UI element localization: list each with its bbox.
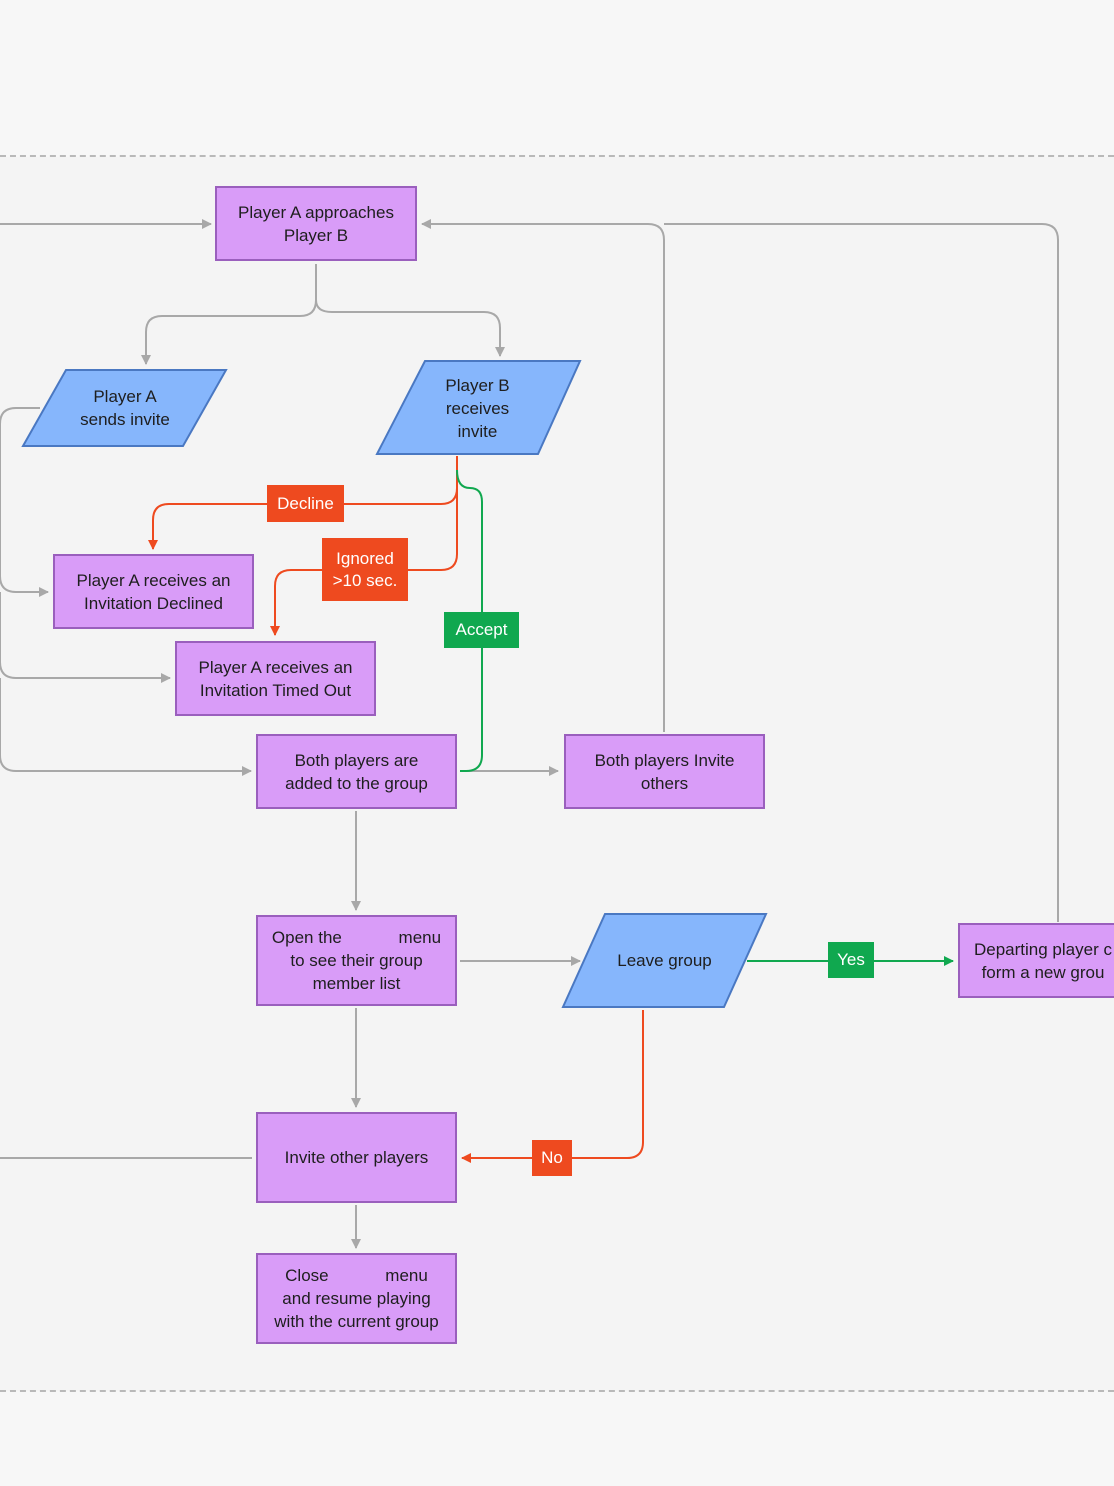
edge-sends-to-declined [0, 407, 49, 597]
node-departing[interactable]: Departing player c form a new grou [958, 923, 1114, 998]
node-invite-others[interactable]: Both players Invite others [564, 734, 765, 809]
node-open-menu[interactable]: Open the menu to see their group member … [256, 915, 457, 1006]
tag-decline-text: Decline [277, 493, 334, 513]
node-added[interactable]: Both players are added to the group [256, 734, 457, 809]
bottom-boundary [0, 1390, 1114, 1392]
node-approach-text: Player A approaches Player B [238, 202, 394, 245]
edge-departing-to-approach [664, 223, 1059, 922]
tag-yes: Yes [828, 942, 874, 978]
edge-sends-to-added [0, 678, 252, 776]
node-open-menu-text: Open the menu to see their group member … [271, 928, 442, 993]
node-invite-other-players[interactable]: Invite other players [256, 1112, 457, 1203]
node-declined[interactable]: Player A receives an Invitation Declined [53, 554, 254, 629]
node-added-text: Both players are added to the group [285, 750, 428, 793]
edge-no [461, 1010, 644, 1163]
tag-ignored: Ignored >10 sec. [322, 538, 408, 601]
node-departing-text: Departing player c form a new grou [974, 939, 1112, 982]
node-timed-out[interactable]: Player A receives an Invitation Timed Ou… [175, 641, 376, 716]
tag-yes-text: Yes [837, 950, 865, 969]
node-receives-invite[interactable]: Player B receives invite [400, 364, 555, 452]
node-invite-other-players-text: Invite other players [284, 1148, 429, 1167]
node-sends-invite[interactable]: Player A sends invite [45, 372, 205, 444]
node-declined-text: Player A receives an Invitation Declined [76, 570, 231, 613]
sends-invite-shape [21, 369, 228, 447]
top-boundary [0, 155, 1114, 157]
node-invite-others-text: Both players Invite others [594, 750, 735, 793]
tag-no: No [532, 1140, 572, 1176]
node-approach[interactable]: Player A approaches Player B [215, 186, 417, 261]
node-close-menu[interactable]: Close menu and resume playing with the c… [256, 1253, 457, 1344]
edge-accept [456, 469, 483, 772]
tag-accept: Accept [444, 612, 519, 648]
tag-accept-text: Accept [455, 620, 508, 639]
edge-sends-to-timedout [0, 592, 171, 683]
tag-no-text: No [541, 1148, 563, 1167]
node-timed-out-text: Player A receives an Invitation Timed Ou… [198, 657, 353, 700]
tag-ignored-text: Ignored >10 sec. [332, 548, 398, 590]
node-sends-invite-text: Player A sends invite [80, 387, 170, 429]
edge-invite-others-to-approach [421, 219, 665, 732]
node-receives-invite-text: Player B receives invite [445, 375, 510, 441]
receives-invite-shape [375, 360, 582, 455]
node-leave-group-text: Leave group [617, 951, 712, 970]
tag-decline: Decline [267, 485, 344, 522]
leave-group-shape [561, 913, 768, 1008]
node-leave-group[interactable]: Leave group [584, 916, 745, 1005]
edge-approach-to-receives [315, 299, 505, 357]
node-close-menu-text: Close menu and resume playing with the c… [274, 1266, 439, 1331]
edge-approach-to-sends [141, 264, 317, 365]
